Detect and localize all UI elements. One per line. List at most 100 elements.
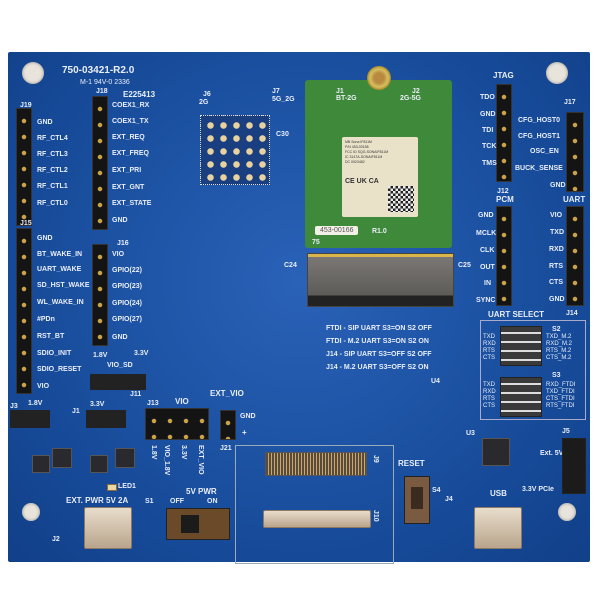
pin-label: EXT_STATE [112,200,152,207]
module-j2-label: J2 [412,88,420,95]
pin-label: TCK [482,143,497,150]
mounting-hole [22,62,44,84]
uart-note: FTDI - SIP UART S3=ON S2 OFF [326,325,432,332]
vio-sd-label: VIO_SD [107,362,133,369]
jumper-j11[interactable] [90,374,146,390]
j21-gnd-label: GND [240,413,256,420]
chip-text: P/N 453-00158 [345,145,369,149]
header-j15[interactable] [16,228,32,394]
j11-label: J11 [130,391,142,398]
s1-label: S1 [145,498,154,505]
header-j16[interactable] [92,244,108,346]
pin-label: RF_CTL2 [37,167,68,174]
led1-label: LED1 [118,483,136,490]
pin-label: GND [112,217,128,224]
mounting-hole [22,503,40,521]
vio-option: VIO_1.8V [163,445,170,476]
ic-u2 [32,455,50,473]
pin-label: GPIO(23) [112,283,142,290]
j21-label: J21 [220,445,232,452]
pin-label: IN [484,280,491,287]
header-j18[interactable] [92,96,108,230]
chip-text: MB Sona IF811M [345,140,372,144]
jumper-j5[interactable] [562,438,586,494]
switch-off-label: OFF [170,498,184,505]
micro-usb-ext-power[interactable] [84,507,132,549]
pin-label: RF_CTL1 [37,183,68,190]
j2-label: J2 [52,536,60,543]
board-cert: M-1 94V-0 2336 [80,79,130,86]
pin-label: GND [550,182,566,189]
header-j13[interactable] [145,408,209,440]
c25-label: C25 [458,262,471,269]
pin-label: CFG_HOST1 [518,133,561,140]
board-part-number: 750-03421-R2.0 [62,65,135,76]
vio-label: VIO [175,397,189,406]
pin-label: RTS [549,263,563,270]
uart-note: J14 - SIP UART S3=OFF S2 OFF [326,351,432,358]
switch-on-label: ON [207,498,218,505]
pin-label: GND [478,212,494,219]
pin-label: GND [37,119,53,126]
pin-label: GND [480,111,496,118]
s2-label: S2 [552,326,561,333]
pin-label: GND [112,334,128,341]
j6-sub-label: 2G [199,99,209,106]
header-uart-j14[interactable] [566,206,584,306]
connector-j10[interactable] [263,510,371,528]
chip-text: FCC ID SQG-SONAIF811M [345,150,389,154]
pin-label: TXD [550,229,564,236]
j1-label: J1 [72,408,80,415]
reset-label: RESET [398,459,425,468]
j18-label: J18 [96,88,108,95]
dip-switch-s3[interactable] [500,377,542,417]
pin-label: GPIO(27) [112,316,142,323]
ic-l1 [115,448,135,468]
pin-label: VIO [112,251,125,258]
pin-label: EXT_GNT [112,184,145,191]
vio-option: 1.8V [150,445,157,460]
vio-option: 3.3V [180,445,187,460]
jumper-j1[interactable] [86,410,126,428]
chip-text: DC 0923482 [345,160,365,164]
header-j19[interactable] [16,108,32,226]
uart-note: J14 - M.2 UART S3=OFF S2 ON [326,364,429,371]
c24-label: C24 [284,262,297,269]
m2-connector [307,253,454,307]
pin-label: COEX1_RX [112,102,150,109]
module-label: 453-00166 [315,226,359,235]
jumper-j3[interactable] [10,410,50,428]
u3-label: U3 [466,430,475,437]
pin-label: OUT [480,264,495,271]
bga-footprint [200,115,270,185]
j14-label: J14 [566,310,578,317]
module-j2-sub: 2G-5G [400,95,422,102]
header-j17[interactable] [566,112,584,192]
uart-select-box [480,320,586,420]
pin-label: RF_CTL4 [37,135,68,142]
dip-switch-s2[interactable] [500,326,542,366]
j3-label: J3 [10,403,18,410]
j16-label: J16 [117,240,129,247]
5v-pwr-label: 5V PWR [186,487,217,496]
pin-label: RF_CTL0 [37,200,68,207]
pin-label: RF_CTL3 [37,151,68,158]
ic-u1 [90,455,108,473]
jtag-label: JTAG [493,71,514,80]
ext5v-label: Ext. 5V [540,450,564,457]
pin-label: SD_HST_WAKE [37,282,90,289]
micro-usb-ftdi[interactable] [474,507,522,549]
header-pcm[interactable] [496,206,512,306]
j4-label: J4 [445,496,453,503]
pcie33-label: 3.3V PCIe [522,486,554,493]
ext-vio-label: EXT_VIO [210,389,244,398]
power-slide-switch[interactable] [166,508,230,540]
header-jtag[interactable] [496,84,512,182]
header-j21[interactable] [220,410,236,440]
pin-label: VIO [37,383,50,390]
j17-label: J17 [564,99,576,106]
reset-button[interactable] [404,476,430,524]
pin-label: BT_WAKE_IN [37,251,83,258]
